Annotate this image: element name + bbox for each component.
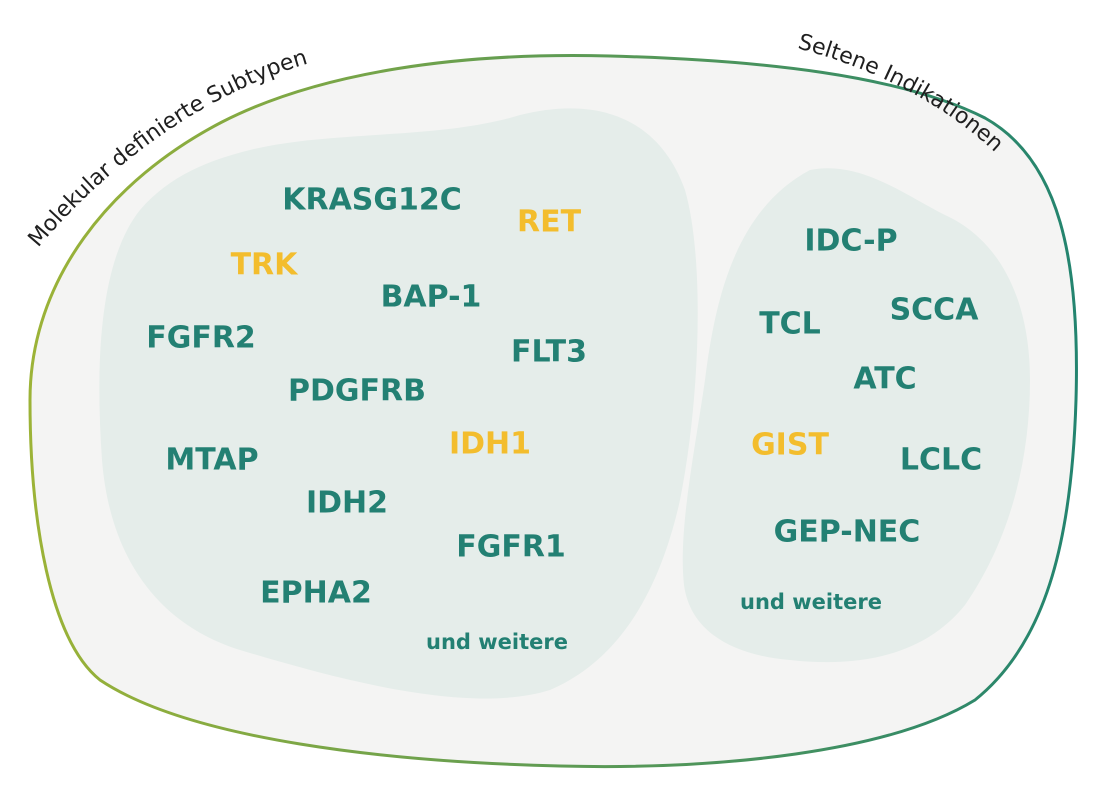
term-ret: RET (517, 205, 582, 240)
term-mtap: MTAP (165, 443, 258, 478)
term-idh1: IDH1 (449, 427, 531, 462)
term-flt3: FLT3 (511, 335, 587, 370)
rare-indications-region (682, 168, 1030, 663)
term-atc: ATC (853, 362, 916, 397)
term-epha2: EPHA2 (260, 576, 372, 611)
term-scca: SCCA (890, 293, 980, 328)
term-pdgfrb: PDGFRB (288, 374, 426, 409)
term-gep-nec: GEP-NEC (774, 515, 921, 550)
term-idh2: IDH2 (306, 486, 388, 521)
molecular-more-text: und weitere (426, 630, 568, 654)
term-idc-p: IDC-P (804, 224, 897, 259)
term-tcl: TCL (759, 307, 821, 342)
term-krasg12c: KRASG12C (282, 183, 462, 218)
rare-terms: IDC-P TCL SCCA ATC GIST LCLC GEP-NEC und… (740, 224, 982, 615)
term-fgfr1: FGFR1 (456, 530, 566, 565)
molecular-subtypes-region (99, 108, 698, 699)
term-lclc: LCLC (900, 443, 982, 478)
term-gist: GIST (751, 428, 829, 463)
molecular-terms: KRASG12C RET TRK BAP-1 FGFR2 FLT3 PDGFRB… (146, 183, 587, 655)
term-fgfr2: FGFR2 (146, 321, 256, 356)
rare-more-text: und weitere (740, 590, 882, 614)
term-bap-1: BAP-1 (381, 280, 482, 315)
term-trk: TRK (231, 248, 300, 283)
